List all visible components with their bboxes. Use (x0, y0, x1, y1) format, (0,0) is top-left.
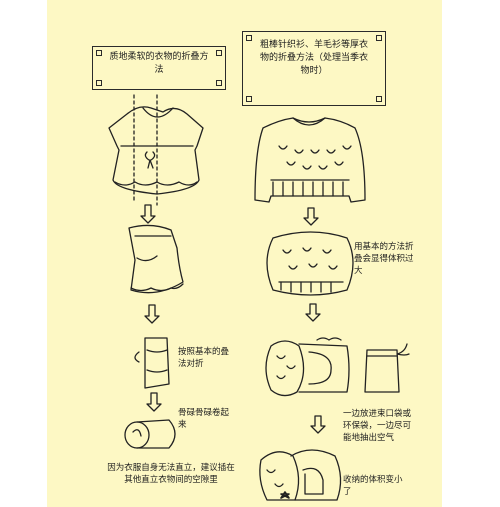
arrow-down-icon (146, 392, 162, 412)
pin-icon (216, 80, 222, 86)
arrow-down-icon (140, 204, 156, 224)
step-caption: 一边放进束口袋或环保袋，一边尽可能地抽出空气 (343, 409, 412, 443)
step-caption: 骨碌骨碌卷起来 (178, 408, 230, 430)
right-title: 粗棒针织衫、羊毛衫等厚衣物的折叠方法（处理当季衣物时） (259, 40, 368, 76)
folded-sweater-icon (266, 231, 354, 296)
folded-blouse-icon (128, 224, 184, 294)
rolled-garment-icon (124, 419, 176, 449)
left-title-sign: 质地柔软的衣物的折叠方法 (92, 46, 226, 90)
illustration-page: 质地柔软的衣物的折叠方法 粗棒针织衫、羊毛衫等厚衣物的折叠方法（处理当季衣物时） (47, 0, 442, 507)
compressed-sweater-icon (259, 449, 342, 501)
arrow-down-icon (305, 303, 321, 322)
pin-icon (96, 50, 102, 56)
rolling-garment-icon (134, 337, 170, 389)
pin-icon (246, 35, 252, 41)
arrow-down-icon (303, 207, 319, 226)
pin-icon (376, 96, 382, 102)
left-title: 质地柔软的衣物的折叠方法 (109, 52, 209, 75)
pin-icon (216, 50, 222, 56)
step-caption: 用基本的方法折叠会显得体积过大 (354, 242, 414, 276)
sweater-icon (254, 117, 366, 203)
drawstring-bag-icon (364, 343, 410, 393)
sweater-into-bag-icon (265, 337, 350, 397)
blouse-icon (108, 106, 204, 195)
pin-icon (376, 35, 382, 41)
arrow-down-icon (310, 415, 326, 434)
folding-illustrations (108, 94, 410, 501)
pin-icon (246, 96, 252, 102)
step-caption: 收纳的体积变小了 (343, 475, 403, 497)
step-caption: 按照基本的叠法对折 (178, 347, 230, 369)
footer-note: 因为衣服自身无法直立，建议插在其他直立衣物间的空隙里 (107, 463, 235, 485)
arrow-down-icon (144, 304, 160, 324)
pin-icon (96, 80, 102, 86)
right-title-sign: 粗棒针织衫、羊毛衫等厚衣物的折叠方法（处理当季衣物时） (242, 31, 386, 106)
